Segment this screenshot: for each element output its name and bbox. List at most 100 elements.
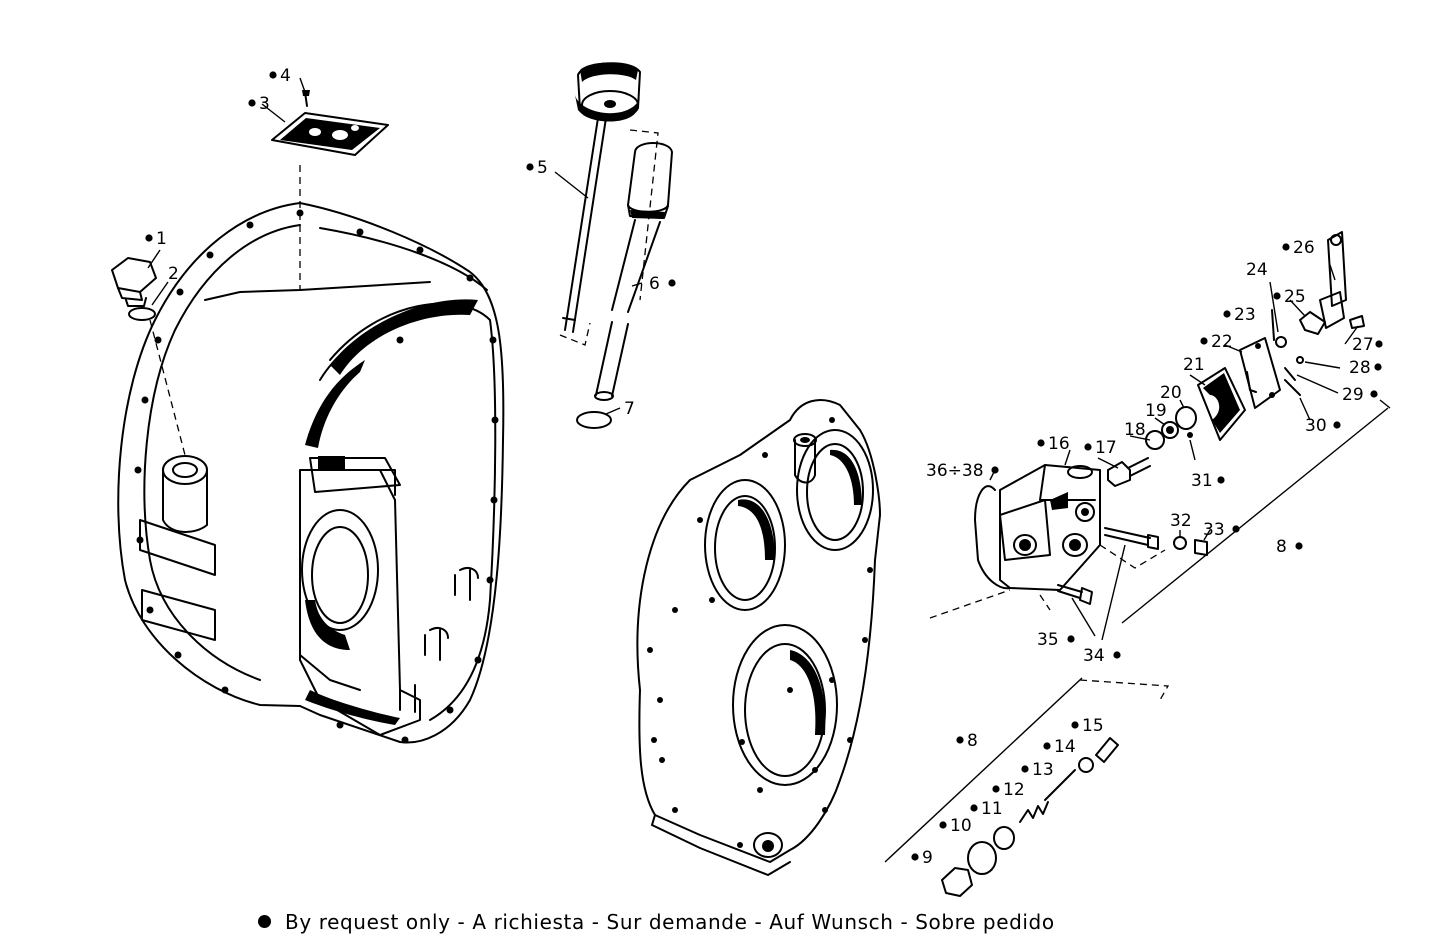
svg-text:16: 16: [1048, 434, 1070, 454]
bullet-icon: [258, 915, 271, 928]
spring-29: [1284, 367, 1296, 381]
svg-text:21: 21: [1183, 355, 1205, 375]
callout-20: 20: [1160, 383, 1182, 403]
svg-text:34: 34: [1083, 646, 1105, 666]
assembly-line-valve: [1079, 679, 1170, 701]
washer-10: [967, 841, 997, 875]
assembly-line-dipstick: [559, 129, 659, 346]
dipstick: [562, 62, 641, 333]
callout-7: 7: [624, 399, 635, 419]
svg-text:19: 19: [1145, 401, 1167, 421]
ball-28: [1296, 356, 1304, 364]
svg-text:10: 10: [950, 816, 972, 836]
callout-30: 30: [1305, 416, 1341, 436]
svg-text:17: 17: [1095, 438, 1117, 458]
svg-text:3: 3: [259, 94, 270, 114]
callout-4: 4: [269, 66, 291, 86]
svg-text:6: 6: [649, 274, 660, 294]
legend-text: By request only - A richiesta - Sur dema…: [285, 910, 1055, 934]
callout-17: 17: [1084, 438, 1117, 458]
gasket-21: [1197, 367, 1246, 441]
sealing-washer: [128, 307, 156, 321]
spring-12: [1019, 801, 1049, 823]
callout-34: 34: [1083, 646, 1121, 666]
callout-29: 29: [1342, 385, 1378, 405]
callout-6: 6: [649, 274, 676, 294]
callout-3: 3: [248, 94, 270, 114]
ball-14: [1078, 757, 1094, 773]
callout-1: 1: [145, 229, 167, 249]
svg-text:11: 11: [981, 799, 1003, 819]
bolt-34: [1104, 527, 1159, 550]
ring-24: [1275, 336, 1287, 348]
lever-assembly: [1299, 231, 1365, 335]
pin-23: [1271, 309, 1275, 341]
callout-5: 5: [526, 158, 548, 178]
callout-8-upper: 8: [1276, 537, 1303, 557]
callout-13: 13: [1021, 760, 1054, 780]
svg-text:33: 33: [1203, 520, 1225, 540]
callout-11: 11: [970, 799, 1003, 819]
ring-20: [1175, 406, 1197, 430]
callout-31: 31: [1191, 471, 1225, 491]
callout-15: 15: [1071, 716, 1104, 736]
callout-16: 16: [1037, 434, 1070, 454]
svg-text:8: 8: [967, 731, 978, 751]
seal-19: [1161, 421, 1179, 439]
svg-text:18: 18: [1124, 420, 1146, 440]
svg-text:32: 32: [1170, 511, 1192, 531]
svg-text:22: 22: [1211, 332, 1233, 352]
callout-32: 32: [1170, 511, 1192, 531]
svg-text:13: 13: [1032, 760, 1054, 780]
callout-25: 25: [1273, 287, 1306, 307]
pump-body: [974, 464, 1101, 591]
svg-text:14: 14: [1054, 737, 1076, 757]
svg-text:28: 28: [1349, 358, 1371, 378]
bolt-35: [1057, 584, 1093, 605]
valve-plug-9: [941, 867, 973, 897]
callout-18: 18: [1124, 420, 1146, 440]
gearbox-housing-left: [117, 202, 505, 744]
callout-2: 2: [168, 264, 179, 284]
plug-33: [1194, 539, 1208, 556]
callout-22: 22: [1200, 332, 1233, 352]
callout-33: 33: [1203, 520, 1240, 540]
svg-text:5: 5: [537, 158, 548, 178]
svg-text:35: 35: [1037, 630, 1059, 650]
svg-text:1: 1: [156, 229, 167, 249]
pin-30: [1284, 379, 1301, 396]
callout-36-38: 36÷38: [926, 461, 999, 481]
svg-text:31: 31: [1191, 471, 1213, 491]
callout-12: 12: [992, 780, 1025, 800]
callout-leaders: [147, 77, 1359, 641]
pin-31: [1187, 432, 1193, 438]
svg-text:9: 9: [922, 848, 933, 868]
callout-21: 21: [1183, 355, 1205, 375]
washer-18: [1145, 430, 1165, 450]
callout-19: 19: [1145, 401, 1167, 421]
cap-11: [993, 826, 1015, 850]
svg-text:29: 29: [1342, 385, 1364, 405]
svg-text:23: 23: [1234, 305, 1256, 325]
spring-13: [1044, 769, 1076, 801]
svg-text:7: 7: [624, 399, 635, 419]
tube-o-ring: [576, 411, 612, 429]
washer-32: [1173, 536, 1187, 550]
cover-plate: [271, 112, 389, 156]
callout-labels: 1 2 3 4 5 6 7 8 8: [145, 66, 1383, 868]
assembly-line-pump: [929, 544, 1166, 619]
callout-35: 35: [1037, 630, 1075, 650]
svg-text:15: 15: [1082, 716, 1104, 736]
svg-text:27: 27: [1352, 335, 1374, 355]
pump-cover-22: [1239, 337, 1281, 409]
svg-text:25: 25: [1284, 287, 1306, 307]
callout-14: 14: [1043, 737, 1076, 757]
drain-plug: [111, 257, 157, 307]
svg-text:24: 24: [1246, 260, 1268, 280]
callout-24: 24: [1246, 260, 1268, 280]
callout-27: 27: [1352, 335, 1383, 355]
dipstick-tube: [594, 142, 673, 401]
svg-text:36÷38: 36÷38: [926, 461, 984, 481]
legend-footer: By request only - A richiesta - Sur dema…: [258, 910, 1055, 934]
